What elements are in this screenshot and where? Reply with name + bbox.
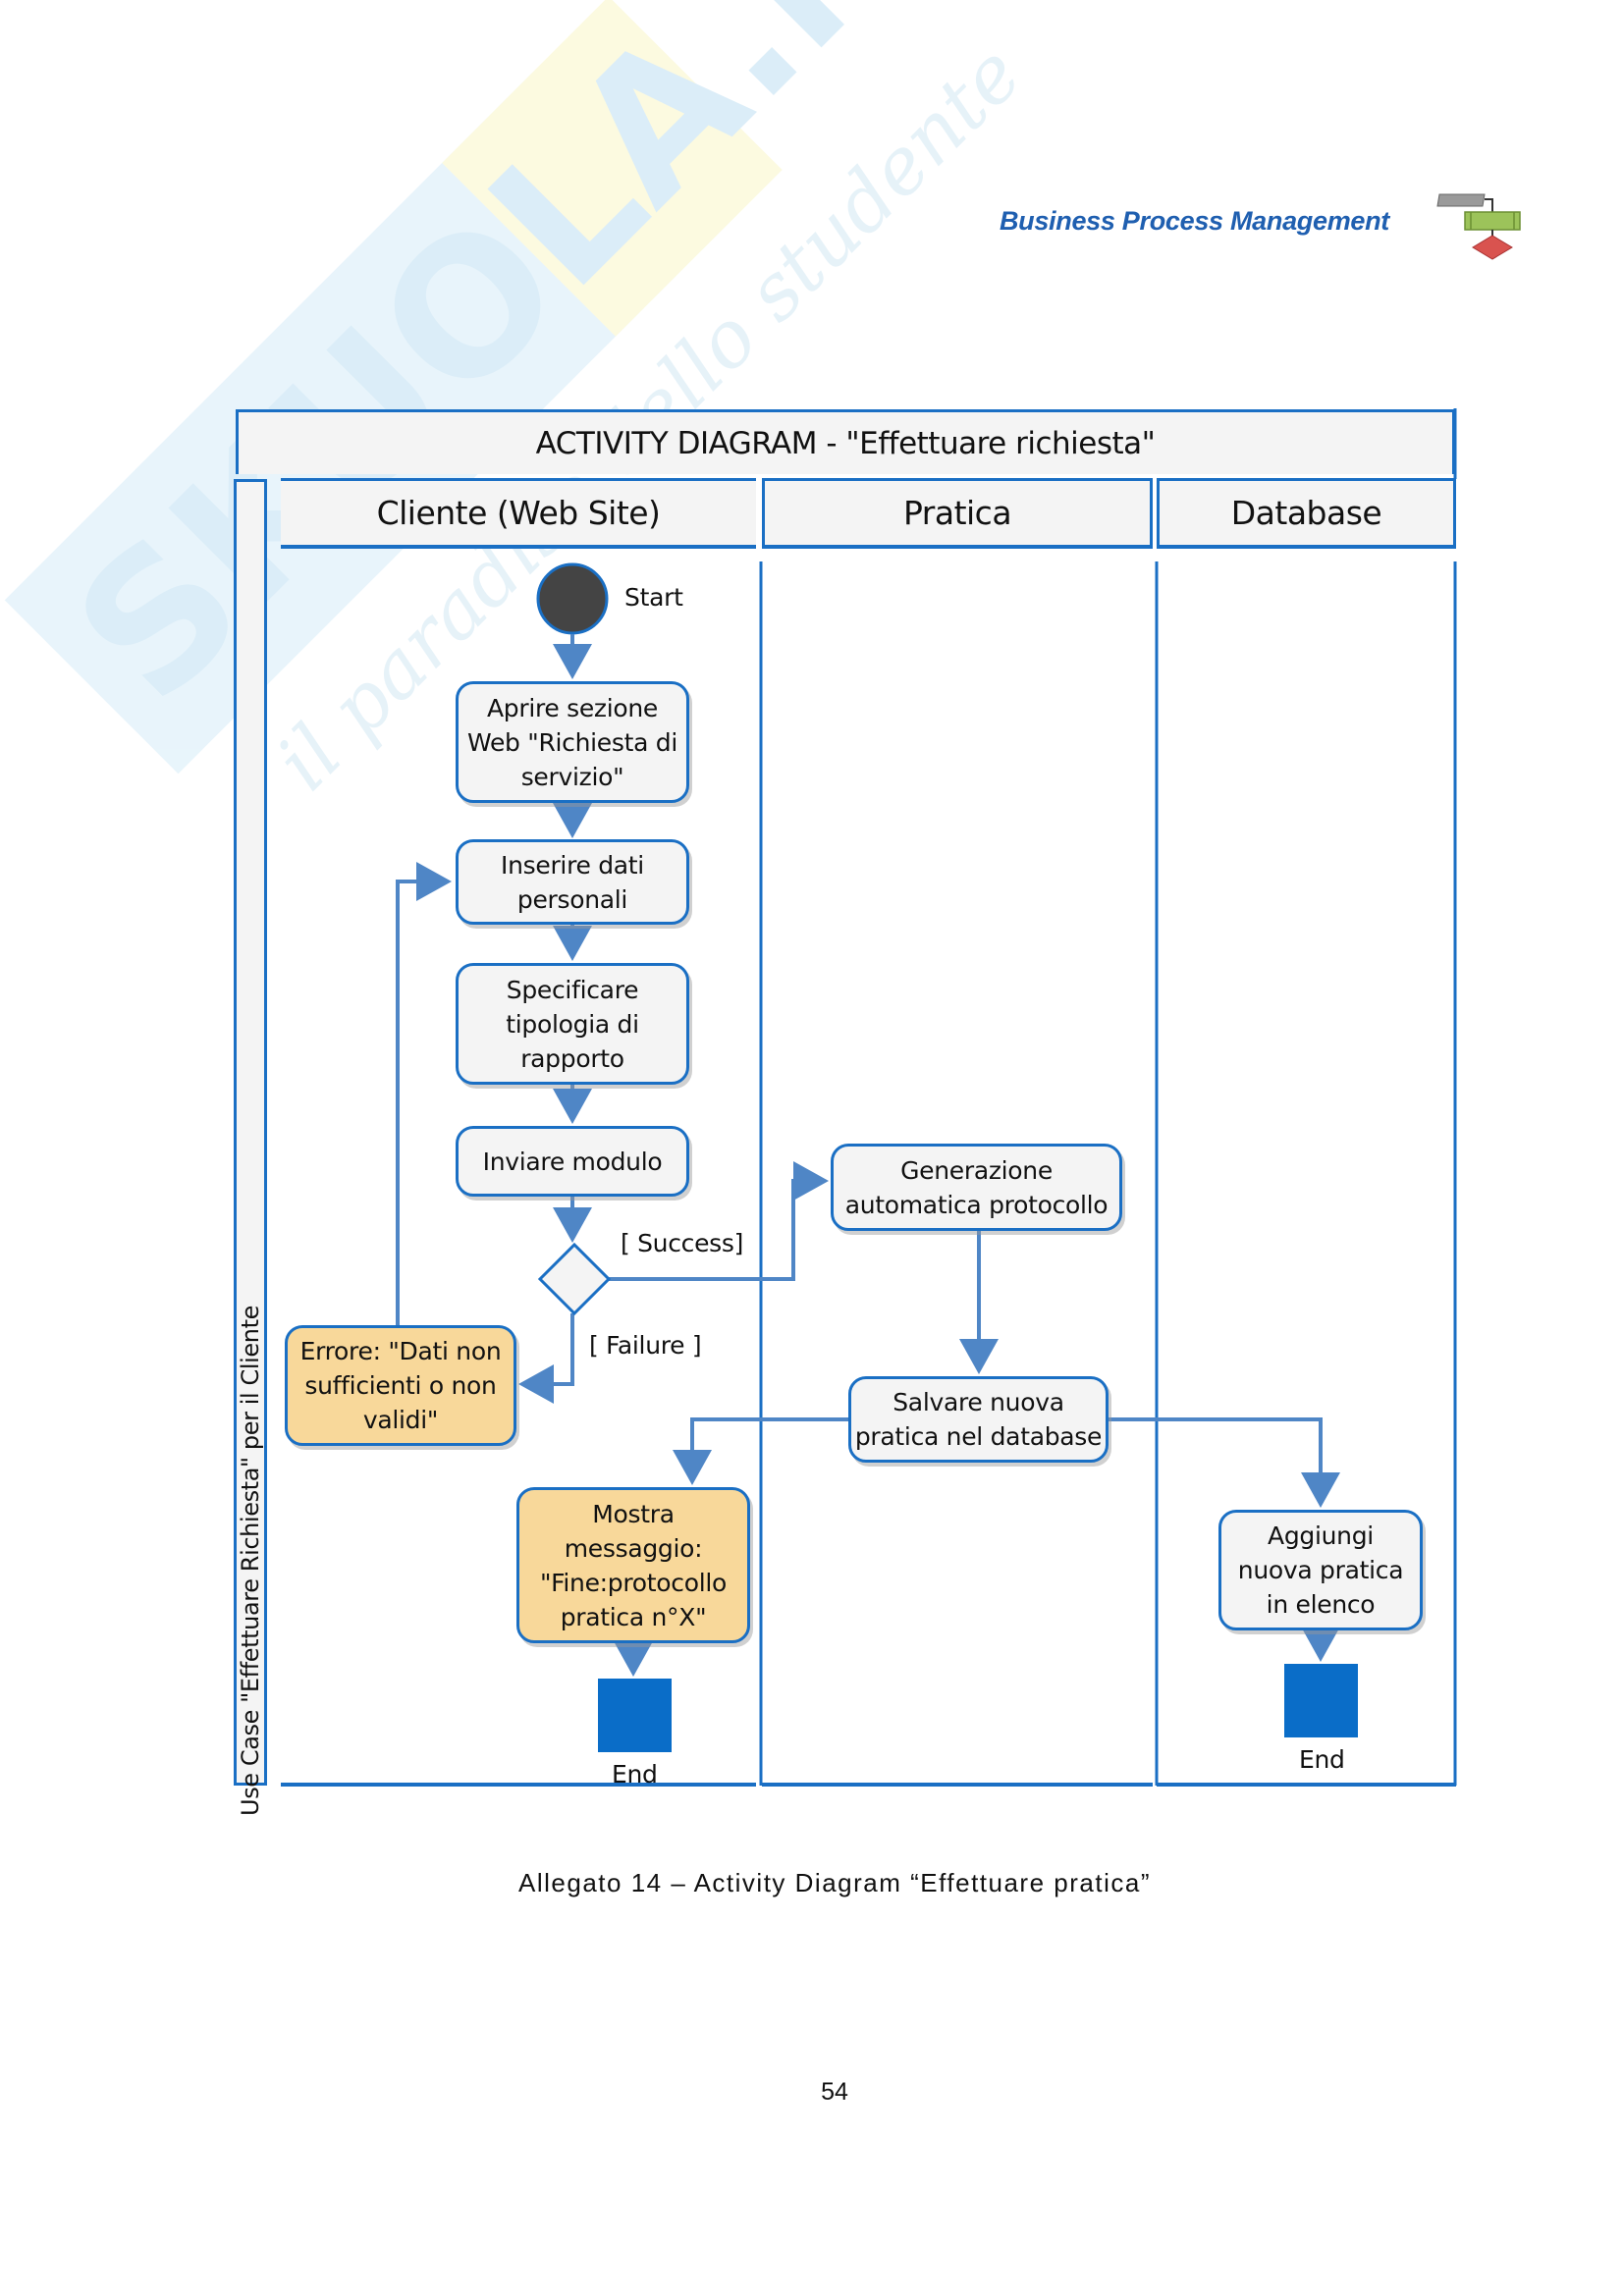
activity-aggiungi-pratica: Aggiungi nuova pratica in elenco: [1218, 1510, 1423, 1630]
flow-failure-to-errore: [518, 1313, 574, 1404]
guard-success-label: [ Success]: [621, 1229, 744, 1257]
start-node: [536, 562, 609, 635]
figure-caption: Allegato 14 – Activity Diagram “Effettua…: [518, 1868, 1151, 1897]
flow-success-to-generazione: [607, 1161, 829, 1281]
decision-node: [537, 1242, 612, 1316]
diagram-title: ACTIVITY DIAGRAM - "Effettuare richiesta…: [236, 409, 1455, 474]
start-label: Start: [624, 583, 683, 612]
page-header-title: Business Process Management: [999, 206, 1389, 236]
flow-salvare-to-aggiungi: [1109, 1417, 1340, 1508]
use-case-side-bar: [234, 479, 267, 1786]
lane-header-pratica: Pratica: [762, 478, 1153, 549]
end-label-cliente: End: [612, 1760, 658, 1789]
end-node-database: [1284, 1664, 1358, 1737]
activity-mostra-messaggio: Mostra messaggio: "Fine:protocollo prati…: [516, 1487, 750, 1643]
activity-inserire-dati: Inserire dati personali: [456, 839, 689, 925]
activity-inviare-modulo: Inviare modulo: [456, 1126, 689, 1197]
end-node-cliente: [598, 1679, 672, 1752]
activity-aprire-sezione: Aprire sezione Web "Richiesta di servizi…: [456, 681, 689, 803]
flowchart-logo-icon: [1436, 193, 1521, 260]
end-label-database: End: [1299, 1745, 1345, 1774]
activity-salvare-pratica: Salvare nuova pratica nel database: [848, 1376, 1109, 1463]
flow-errore-loop-to-inserire: [396, 862, 452, 1325]
activity-specificare-tipologia: Specificare tipologia di rapporto: [456, 963, 689, 1085]
activity-errore-dati: Errore: "Dati non sufficienti o non vali…: [285, 1325, 516, 1446]
lane-header-cliente: Cliente (Web Site): [281, 478, 756, 549]
lane-header-database: Database: [1157, 478, 1456, 549]
guard-failure-label: [ Failure ]: [589, 1331, 702, 1360]
activity-generazione-protocollo: Generazione automatica protocollo: [831, 1144, 1122, 1231]
flow-salvare-to-mostra: [673, 1417, 848, 1485]
page-number: 54: [821, 2078, 848, 2106]
